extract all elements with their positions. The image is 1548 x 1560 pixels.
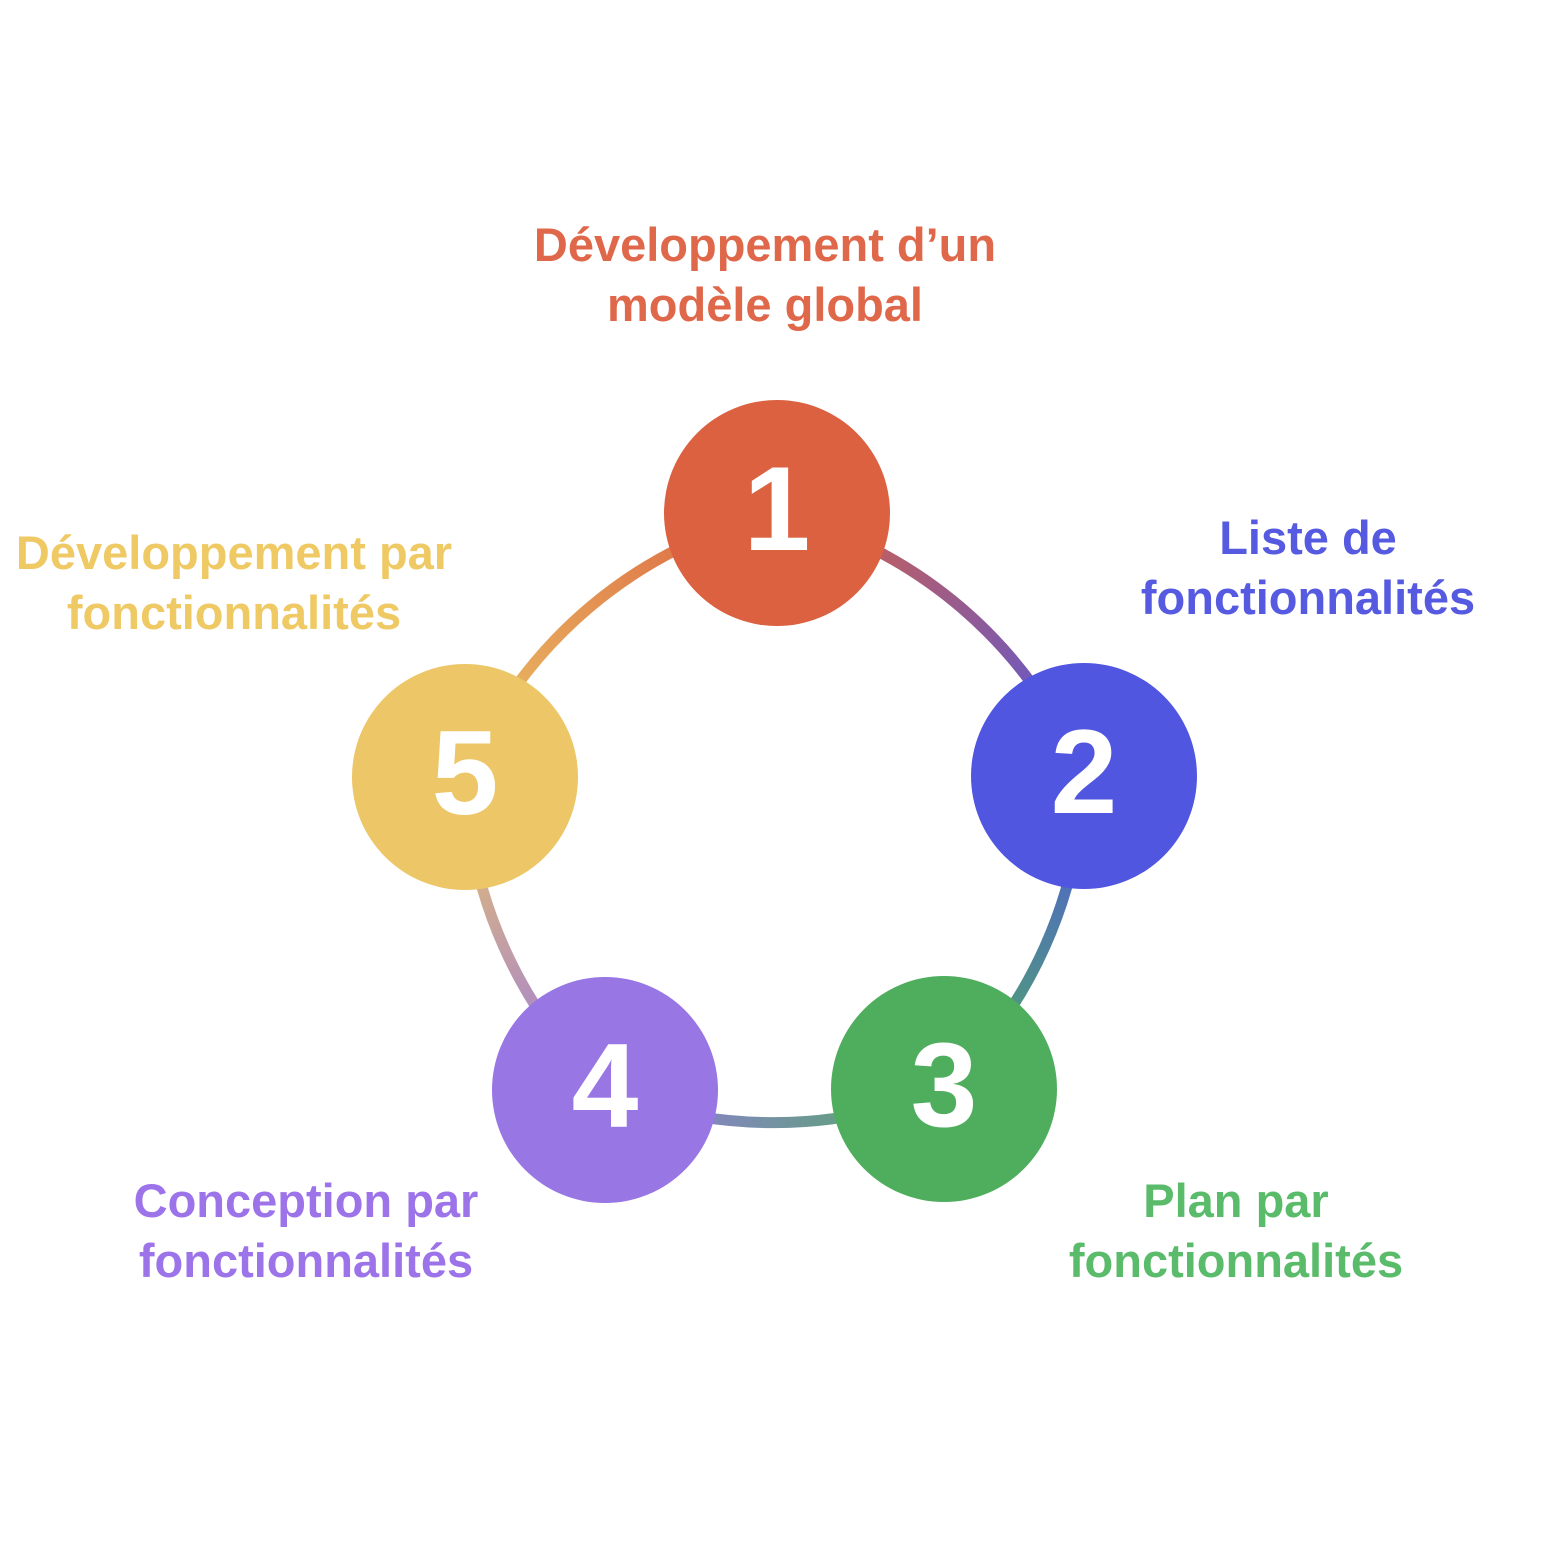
step-label-2-line-2: fonctionnalités <box>1140 571 1476 624</box>
step-label-5-line-2: fonctionnalités <box>66 586 402 639</box>
step-label-1-line-2: modèle global <box>607 278 923 331</box>
step-label-4-line-1: Conception par <box>133 1174 479 1227</box>
step-label-5-line-1: Développement par <box>15 526 453 579</box>
step-number-3: 3 <box>910 1018 978 1152</box>
step-label-1-line-1: Développement d’un <box>533 218 997 271</box>
step-number-5: 5 <box>431 706 499 840</box>
step-number-2: 2 <box>1050 705 1118 839</box>
step-circle-4: 4 <box>492 977 718 1203</box>
step-number-4: 4 <box>571 1019 639 1153</box>
step-label-3-line-1: Plan par <box>1143 1174 1329 1227</box>
step-label-4-line-2: fonctionnalités <box>138 1234 474 1287</box>
step-circle-2: 2 <box>971 663 1197 889</box>
step-label-2: Liste de fonctionnalités <box>1088 508 1528 628</box>
step-circle-1: 1 <box>664 400 890 626</box>
step-label-3: Plan par fonctionnalités <box>996 1171 1476 1291</box>
step-label-5: Développement par fonctionnalités <box>0 523 474 643</box>
step-label-4: Conception par fonctionnalités <box>66 1171 546 1291</box>
step-circle-5: 5 <box>352 664 578 890</box>
step-label-2-line-1: Liste de <box>1219 511 1397 564</box>
step-label-1: Développement d’un modèle global <box>415 215 1115 335</box>
step-number-1: 1 <box>743 442 811 576</box>
step-circle-3: 3 <box>831 976 1057 1202</box>
step-label-3-line-2: fonctionnalités <box>1068 1234 1404 1287</box>
